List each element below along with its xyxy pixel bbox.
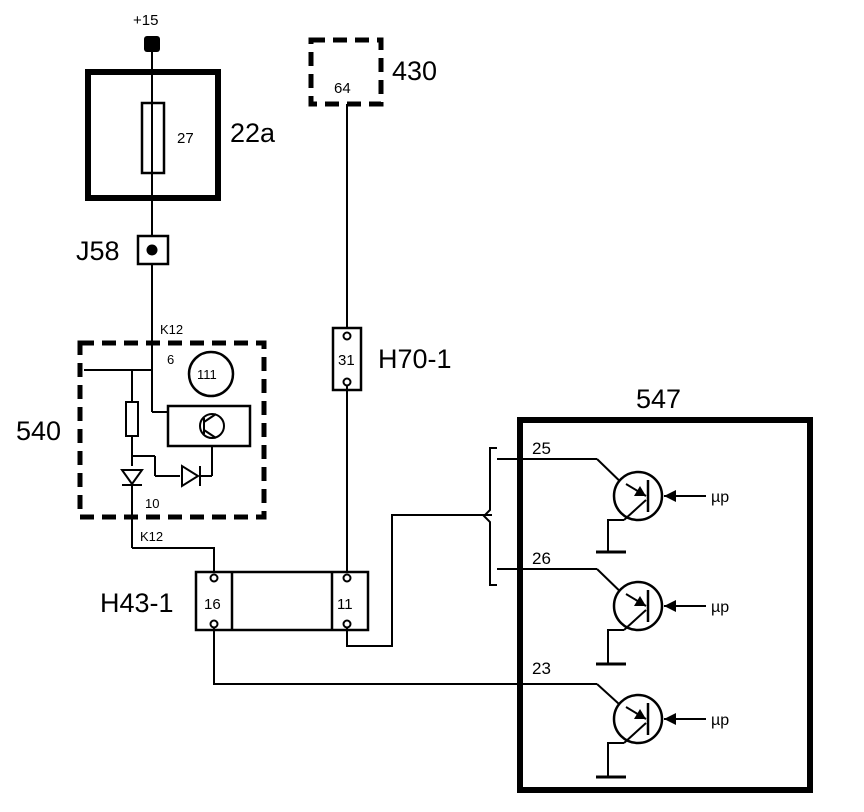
connector-h43-1-id: H43-1 — [100, 588, 174, 618]
wire-540-h43 — [132, 547, 215, 576]
module-430 — [308, 37, 384, 107]
module-540-wire-top: K12 — [160, 322, 183, 337]
driver-block — [166, 404, 252, 448]
connector-h70-1-id: H70-1 — [378, 344, 452, 374]
connector-h43-pin — [209, 619, 219, 629]
transistor-leg — [623, 609, 647, 631]
connector-h70-1-pin: 31 — [338, 352, 355, 369]
module-540-pin-top: 6 — [167, 352, 174, 367]
channel-pin: 25 — [532, 439, 551, 458]
channel-26: 26 µp — [532, 549, 729, 666]
diode-down-icon — [120, 469, 144, 486]
arrow-icon — [634, 709, 646, 719]
connector-j58-id: J58 — [76, 236, 120, 266]
channel-input-label: µp — [711, 489, 729, 506]
input-arrow-icon — [664, 713, 676, 725]
ground-lead — [607, 519, 624, 552]
connector-h70-1-pin-top — [342, 331, 352, 341]
channel-25: 25 µp — [532, 439, 729, 554]
module-430-pin: 64 — [334, 80, 351, 97]
module-547-id: 547 — [636, 384, 681, 414]
wire-h43-547-bus — [346, 514, 492, 647]
input-arrow-icon — [664, 490, 676, 502]
diode-right-icon — [181, 464, 200, 488]
lamp-111 — [187, 350, 235, 398]
transistor-line — [203, 413, 217, 423]
module-540 — [77, 340, 267, 520]
connector-h43-pin — [342, 619, 352, 629]
channel-input-label: µp — [711, 599, 729, 616]
fuse-number: 27 — [177, 130, 194, 147]
ground-lead — [607, 742, 624, 777]
resistor — [125, 401, 139, 437]
channel-23: 23 µp — [532, 659, 729, 779]
fuse-box-id: 22a — [230, 118, 276, 148]
transistor-leg — [623, 722, 647, 744]
channel-pin: 23 — [532, 659, 551, 678]
input-arrow-icon — [664, 600, 676, 612]
driver-transistor-icon — [199, 413, 225, 439]
connector-h43-1-pin-right: 11 — [337, 596, 353, 613]
module-540-pin-bottom: 10 — [145, 496, 159, 511]
connector-h43-1-pin-left: 16 — [204, 596, 221, 613]
connector-h43-1 — [194, 570, 370, 632]
module-540-id: 540 — [16, 416, 61, 446]
wire-h43-channel-23 — [213, 628, 597, 685]
module-547 — [517, 417, 813, 793]
connector-h43-pin — [342, 573, 352, 583]
arrow-icon — [634, 596, 646, 606]
transistor-line — [203, 429, 217, 439]
channel-pin: 26 — [532, 549, 551, 568]
connector-j58-pin — [146, 244, 158, 256]
connector-h70-1-pin-bottom — [342, 377, 352, 387]
arrow-icon — [634, 486, 646, 496]
bracket — [482, 447, 497, 586]
module-540-wire-bottom: K12 — [140, 529, 163, 544]
supply-label: +15 — [133, 12, 158, 29]
module-430-id: 430 — [392, 56, 437, 86]
lamp-number: 111 — [197, 367, 217, 382]
connector-h43-pin — [209, 573, 219, 583]
channel-input-label: µp — [711, 712, 729, 729]
transistor-leg — [623, 499, 647, 521]
ground-lead — [607, 629, 624, 664]
